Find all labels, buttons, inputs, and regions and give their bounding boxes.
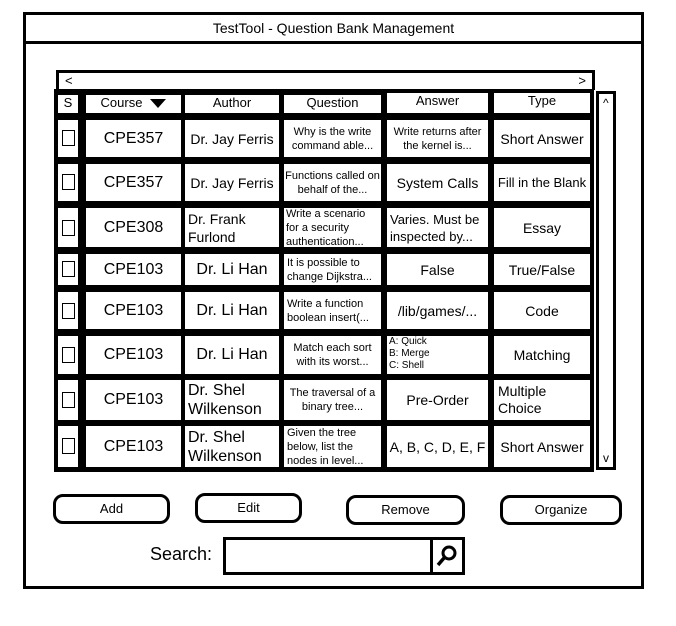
horizontal-scrollbar[interactable]: < >	[56, 70, 595, 90]
row-checkbox[interactable]	[62, 392, 75, 408]
row-checkbox[interactable]	[62, 347, 75, 363]
row-checkbox[interactable]	[62, 130, 75, 146]
row-select-cell	[58, 120, 78, 157]
cell-author[interactable]: Dr. Jay Ferris	[185, 120, 279, 157]
cell-answer[interactable]: False	[387, 254, 488, 285]
row-checkbox[interactable]	[62, 261, 75, 277]
organize-button[interactable]: Organize	[500, 495, 622, 525]
search-box	[223, 537, 465, 575]
scroll-right-arrow-icon[interactable]: >	[578, 73, 586, 88]
cell-answer[interactable]: Varies. Must be inspected by...	[387, 208, 488, 247]
header-type-label: Type	[527, 93, 557, 108]
scroll-down-arrow-icon[interactable]: v	[603, 451, 609, 465]
search-input[interactable]	[226, 540, 426, 572]
cell-course[interactable]: CPE103	[86, 380, 181, 420]
cell-course[interactable]: CPE103	[86, 292, 181, 329]
cell-type[interactable]: True/False	[494, 254, 590, 285]
edit-button[interactable]: Edit	[195, 493, 302, 523]
cell-type[interactable]: Short Answer	[494, 120, 590, 157]
remove-button[interactable]: Remove	[346, 495, 465, 525]
search-button[interactable]	[430, 540, 462, 572]
cell-author[interactable]: Dr. Frank Furlond	[185, 208, 279, 247]
cell-type[interactable]: Multiple Choice	[494, 380, 590, 420]
cell-author[interactable]: Dr. Shel Wilkenson	[185, 380, 279, 420]
cell-answer[interactable]: /lib/games/...	[387, 292, 488, 329]
scroll-left-arrow-icon[interactable]: <	[65, 73, 73, 88]
cell-course[interactable]: CPE103	[86, 254, 181, 285]
cell-course[interactable]: CPE103	[86, 336, 181, 374]
cell-author[interactable]: Dr. Li Han	[185, 336, 279, 374]
header-author-label: Author	[212, 95, 252, 110]
search-label: Search:	[150, 544, 213, 564]
header-author[interactable]: Author	[185, 95, 279, 113]
cell-type[interactable]: Fill in the Blank	[494, 164, 590, 201]
row-select-cell	[58, 254, 78, 285]
header-select: S	[58, 95, 78, 113]
cell-type[interactable]: Essay	[494, 208, 590, 247]
row-checkbox[interactable]	[62, 438, 75, 454]
row-checkbox[interactable]	[62, 174, 75, 190]
header-type[interactable]: Type	[494, 93, 590, 113]
cell-question[interactable]: The traversal of a binary tree...	[284, 380, 381, 420]
cell-type[interactable]: Short Answer	[494, 426, 590, 467]
cell-question[interactable]: It is possible to change Dijkstra...	[284, 254, 381, 285]
vertical-scrollbar[interactable]: ^ v	[596, 91, 616, 470]
row-select-cell	[58, 380, 78, 420]
cell-answer[interactable]: A, B, C, D, E, F	[387, 426, 488, 467]
sort-descending-icon	[150, 99, 167, 109]
cell-answer[interactable]: A: Quick B: Merge C: Shell	[387, 336, 488, 374]
cell-question[interactable]: Write a scenario for a security authenti…	[284, 208, 381, 247]
cell-answer[interactable]: System Calls	[387, 164, 488, 201]
header-course-label: Course	[100, 95, 143, 110]
cell-author[interactable]: Dr. Shel Wilkenson	[185, 426, 279, 467]
cell-question[interactable]: Why is the write command able...	[284, 120, 381, 157]
row-select-cell	[58, 208, 78, 247]
cell-question[interactable]: Write a function boolean insert(...	[284, 292, 381, 329]
window-title: TestTool - Question Bank Management	[23, 12, 644, 44]
cell-author[interactable]: Dr. Jay Ferris	[185, 164, 279, 201]
row-select-cell	[58, 426, 78, 467]
cell-course[interactable]: CPE357	[86, 120, 181, 157]
row-select-cell	[58, 164, 78, 201]
cell-question[interactable]: Functions called on behalf of the...	[284, 164, 381, 201]
header-question[interactable]: Question	[284, 95, 381, 113]
row-select-cell	[58, 336, 78, 374]
cell-answer[interactable]: Write returns after the kernel is...	[387, 120, 488, 157]
add-button[interactable]: Add	[53, 494, 170, 524]
cell-course[interactable]: CPE103	[86, 426, 181, 467]
cell-author[interactable]: Dr. Li Han	[185, 292, 279, 329]
cell-type[interactable]: Code	[494, 292, 590, 329]
header-question-label: Question	[306, 95, 359, 110]
row-checkbox[interactable]	[62, 303, 75, 319]
row-select-cell	[58, 292, 78, 329]
cell-course[interactable]: CPE357	[86, 164, 181, 201]
cell-course[interactable]: CPE308	[86, 208, 181, 247]
scroll-up-arrow-icon[interactable]: ^	[603, 96, 609, 110]
cell-answer[interactable]: Pre-Order	[387, 380, 488, 420]
question-table: S Course Author Question Answer Type CPE…	[54, 89, 594, 472]
header-answer-label: Answer	[415, 93, 460, 108]
cell-author[interactable]: Dr. Li Han	[185, 254, 279, 285]
row-checkbox[interactable]	[62, 220, 75, 236]
cell-question[interactable]: Match each sort with its worst...	[284, 336, 381, 374]
cell-type[interactable]: Matching	[494, 336, 590, 374]
search-icon	[436, 545, 457, 567]
cell-question[interactable]: Given the tree below, list the nodes in …	[284, 426, 381, 467]
header-course[interactable]: Course	[86, 95, 181, 113]
header-select-label: S	[63, 95, 73, 110]
header-answer[interactable]: Answer	[387, 93, 488, 113]
